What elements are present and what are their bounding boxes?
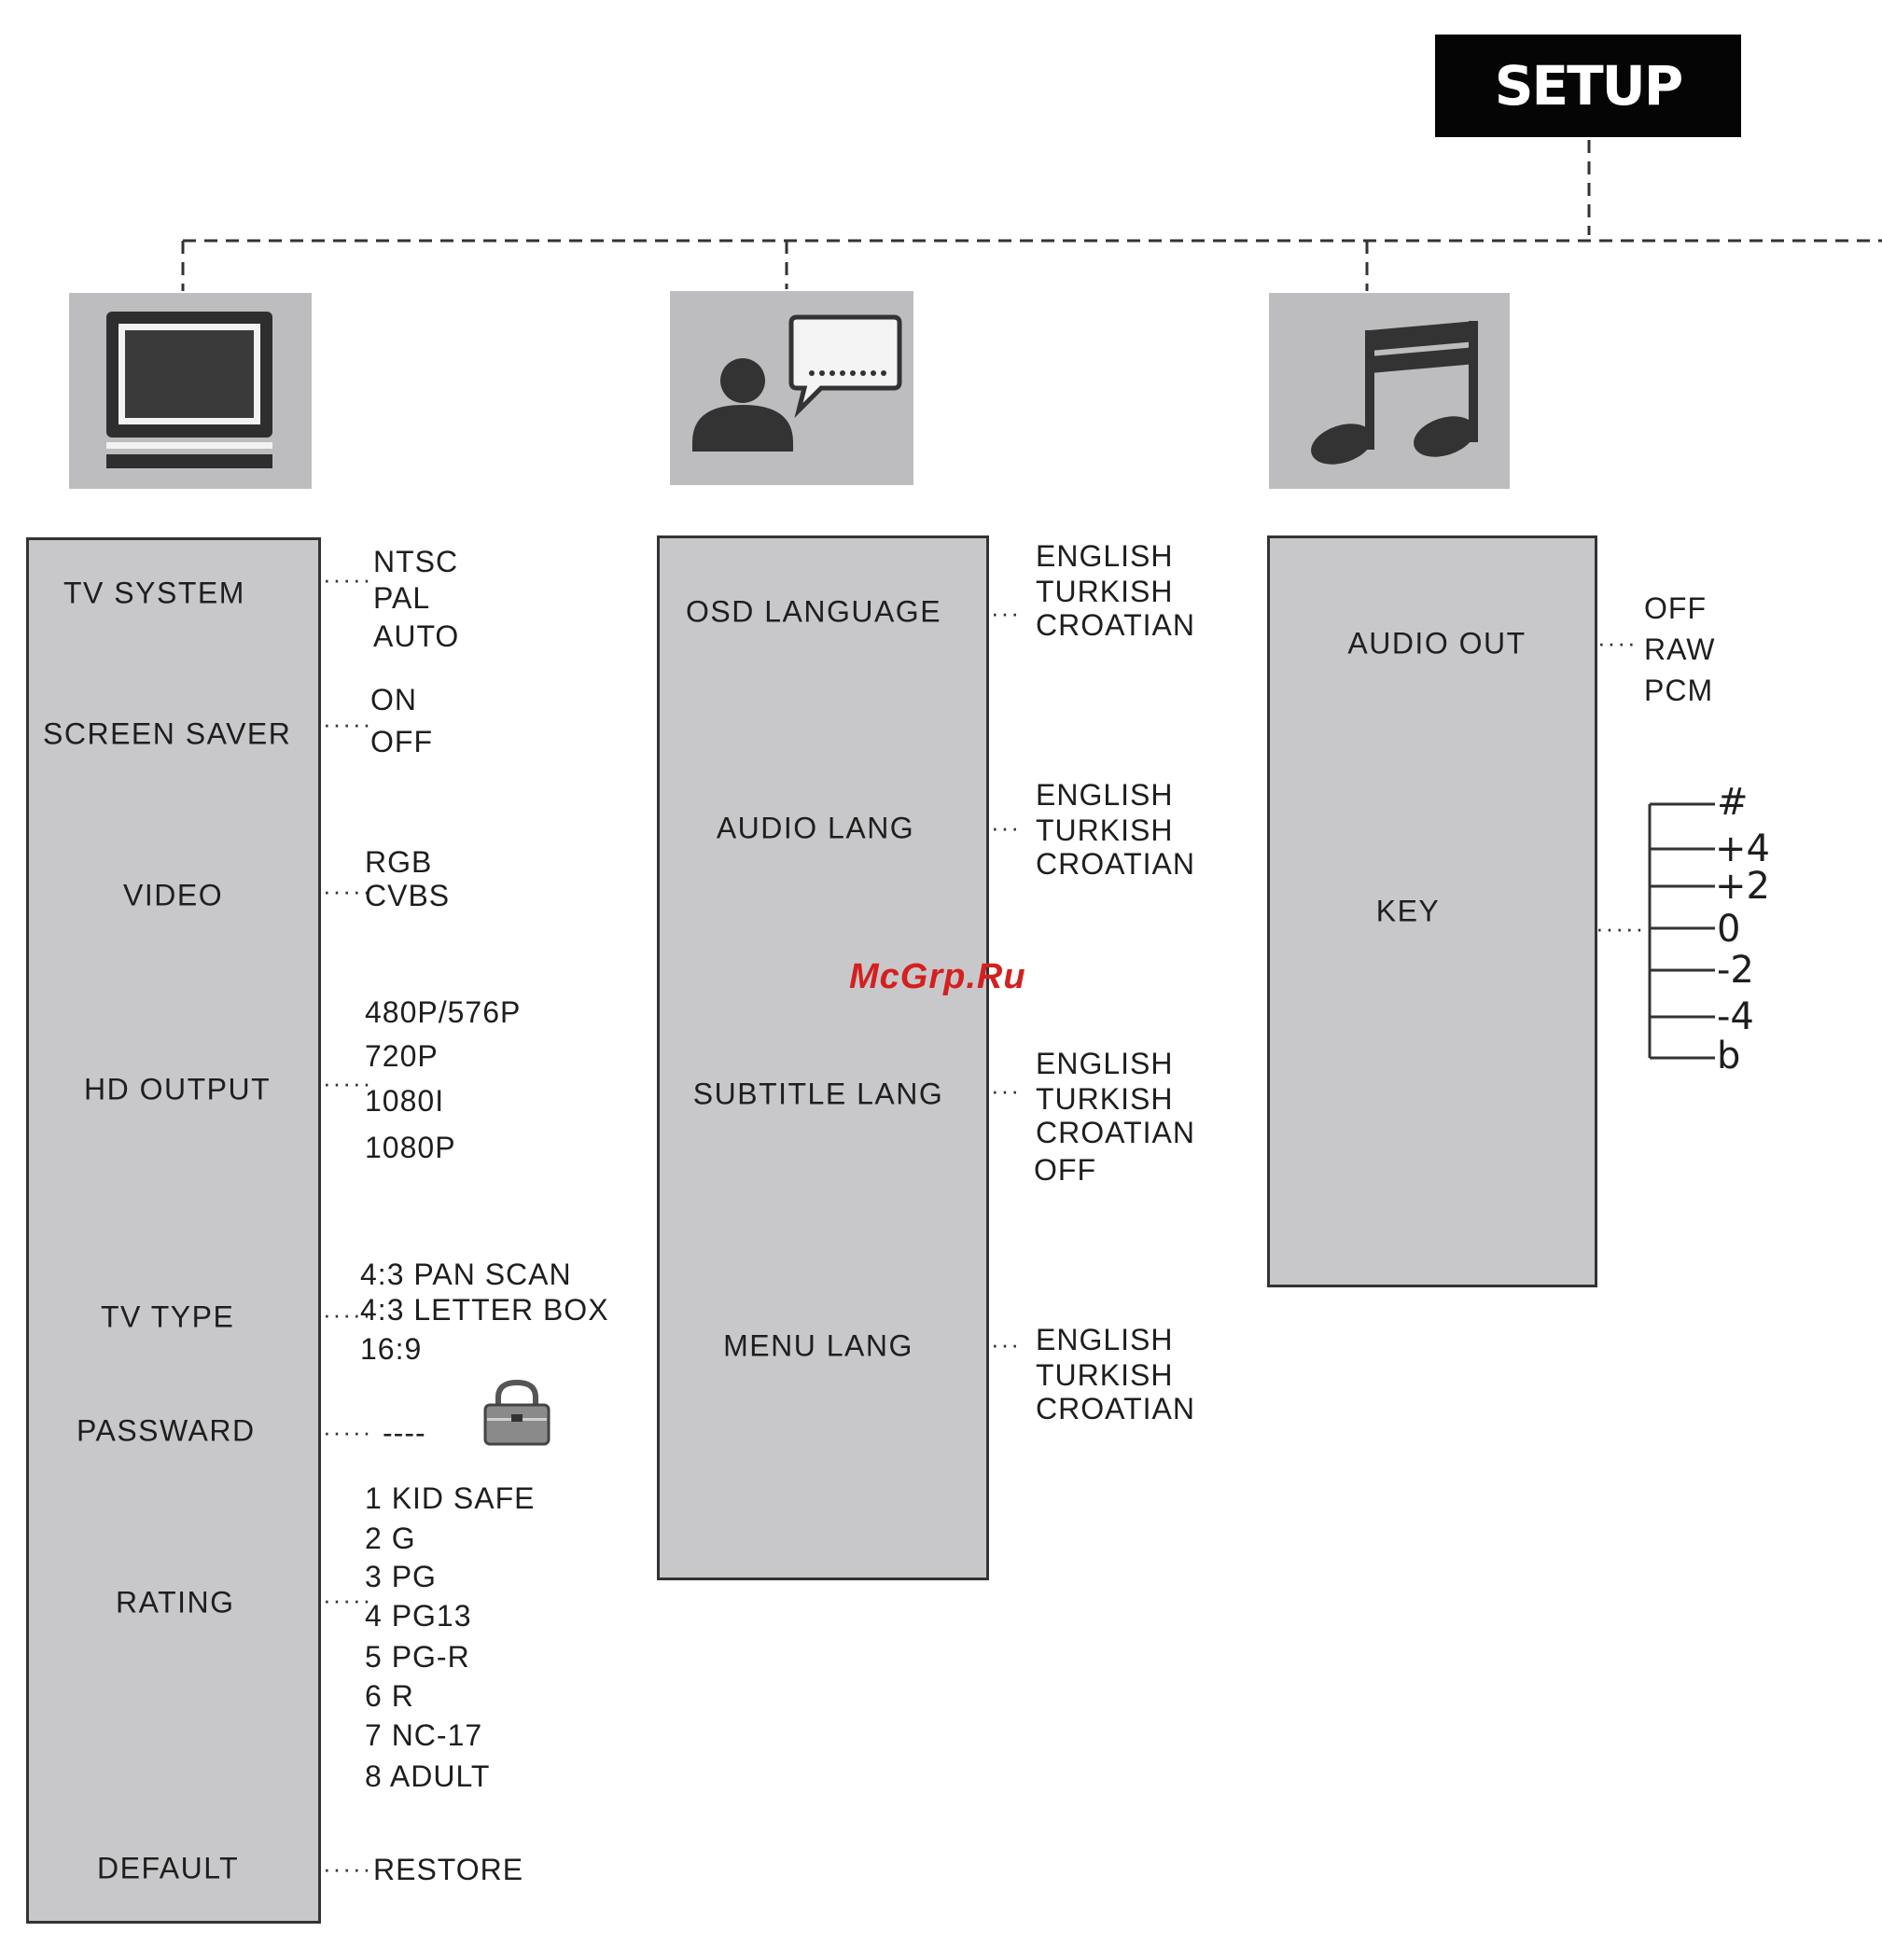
menu-item-screen-saver[interactable]: SCREEN SAVER (43, 716, 292, 751)
option-pal[interactable]: PAL (373, 581, 431, 615)
option-auto[interactable]: AUTO (373, 619, 460, 653)
leader-dots: ····· (323, 1300, 373, 1328)
leader-dots: ····· (323, 877, 373, 905)
option-rating-6[interactable]: 6 R (365, 1679, 414, 1713)
option-restore[interactable]: RESTORE (373, 1853, 524, 1886)
option-audio-out-off[interactable]: OFF (1644, 591, 1707, 625)
padlock-icon (481, 1379, 552, 1446)
leader-dots: ···· (1597, 629, 1638, 657)
menu-item-video[interactable]: VIDEO (123, 878, 224, 912)
option-rating-1[interactable]: 1 KID SAFE (365, 1481, 536, 1515)
option-audio-out-pcm[interactable]: PCM (1644, 674, 1714, 707)
menu-item-tv-system[interactable]: TV SYSTEM (63, 576, 245, 610)
option-subtitle-english[interactable]: ENGLISH (1036, 1047, 1174, 1080)
option-1080p[interactable]: 1080P (365, 1131, 456, 1164)
setup-root-box: SETUP (1435, 35, 1741, 137)
option-key-0[interactable]: 0 (1717, 908, 1741, 951)
option-osd-croatian[interactable]: CROATIAN (1036, 608, 1195, 642)
leader-dots: ····· (323, 565, 373, 593)
language-settings-tile[interactable] (670, 291, 913, 485)
password-value[interactable]: ---- (383, 1416, 426, 1450)
menu-item-audio-lang[interactable]: AUDIO LANG (716, 811, 915, 845)
audio-menu-panel (1267, 535, 1597, 1287)
option-key-plus-4[interactable]: +4 (1715, 827, 1770, 870)
music-note-icon (1311, 321, 1478, 465)
menu-item-menu-lang[interactable]: MENU LANG (723, 1328, 913, 1363)
menu-item-osd-language[interactable]: OSD LANGUAGE (685, 594, 942, 629)
option-1080i[interactable]: 1080I (365, 1084, 445, 1118)
leader-dots: ····· (323, 1855, 373, 1883)
tv-monitor-icon (106, 312, 272, 468)
leader-dots: ····· (323, 1069, 373, 1097)
leader-dots: ··· (991, 599, 1021, 627)
menu-item-password[interactable]: PASSWARD (77, 1413, 256, 1448)
key-bracket (1648, 802, 1715, 1060)
leader-dots: ··· (991, 1077, 1021, 1105)
option-menu-english[interactable]: ENGLISH (1036, 1323, 1174, 1356)
option-audio-english[interactable]: ENGLISH (1036, 778, 1174, 812)
option-key-flat[interactable]: b (1717, 1035, 1741, 1077)
leader-dots: ····· (323, 1418, 373, 1446)
option-on[interactable]: ON (370, 683, 417, 716)
option-key-sharp[interactable]: # (1717, 781, 1749, 824)
option-osd-turkish[interactable]: TURKISH (1036, 575, 1174, 608)
option-rating-7[interactable]: 7 NC-17 (365, 1718, 483, 1752)
menu-item-subtitle-lang[interactable]: SUBTITLE LANG (692, 1077, 944, 1111)
language-menu-panel (657, 535, 989, 1580)
option-rating-4[interactable]: 4 PG13 (365, 1599, 472, 1633)
option-subtitle-croatian[interactable]: CROATIAN (1036, 1116, 1195, 1149)
option-menu-turkish[interactable]: TURKISH (1036, 1358, 1174, 1392)
video-settings-tile[interactable] (69, 293, 312, 489)
option-subtitle-turkish[interactable]: TURKISH (1036, 1082, 1174, 1116)
option-4-3-letter-box[interactable]: 4:3 LETTER BOX (360, 1293, 609, 1327)
option-4-3-pan-scan[interactable]: 4:3 PAN SCAN (360, 1258, 572, 1291)
leader-dots: ··· (991, 1330, 1021, 1358)
audio-settings-tile[interactable] (1269, 293, 1510, 489)
video-menu-panel (26, 537, 321, 1924)
option-16-9[interactable]: 16:9 (360, 1332, 423, 1366)
option-rating-5[interactable]: 5 PG-R (365, 1640, 470, 1674)
leader-dots: ··· (991, 813, 1021, 841)
speech-bubble-person-icon (692, 314, 902, 452)
option-rating-2[interactable]: 2 G (365, 1522, 416, 1555)
option-osd-english[interactable]: ENGLISH (1036, 539, 1174, 573)
option-rgb[interactable]: RGB (365, 845, 433, 879)
option-off[interactable]: OFF (370, 725, 433, 758)
option-720p[interactable]: 720P (365, 1039, 439, 1073)
option-480p-576p[interactable]: 480P/576P (365, 995, 522, 1029)
option-key-minus-2[interactable]: -2 (1717, 949, 1754, 992)
menu-item-default[interactable]: DEFAULT (97, 1851, 240, 1885)
option-key-minus-4[interactable]: -4 (1717, 995, 1754, 1038)
option-menu-croatian[interactable]: CROATIAN (1036, 1392, 1195, 1425)
option-ntsc[interactable]: NTSC (373, 545, 459, 578)
menu-item-key[interactable]: KEY (1375, 894, 1441, 928)
option-rating-3[interactable]: 3 PG (365, 1560, 437, 1593)
watermark: McGrp.Ru (849, 957, 1026, 996)
menu-item-audio-out[interactable]: AUDIO OUT (1347, 626, 1527, 660)
menu-item-tv-type[interactable]: TV TYPE (101, 1300, 235, 1334)
option-audio-turkish[interactable]: TURKISH (1036, 813, 1174, 847)
leader-dots: ····· (1596, 914, 1646, 942)
setup-title: SETUP (1494, 54, 1684, 118)
menu-item-hd-output[interactable]: HD OUTPUT (84, 1072, 272, 1106)
option-rating-8[interactable]: 8 ADULT (365, 1759, 491, 1793)
leader-dots: ····· (323, 710, 373, 738)
option-cvbs[interactable]: CVBS (365, 879, 451, 912)
option-audio-out-raw[interactable]: RAW (1644, 632, 1716, 666)
leader-dots: ····· (323, 1586, 373, 1614)
option-key-plus-2[interactable]: +2 (1715, 865, 1770, 908)
option-audio-croatian[interactable]: CROATIAN (1036, 847, 1195, 881)
option-subtitle-off[interactable]: OFF (1034, 1153, 1096, 1187)
menu-item-rating[interactable]: RATING (116, 1585, 235, 1619)
